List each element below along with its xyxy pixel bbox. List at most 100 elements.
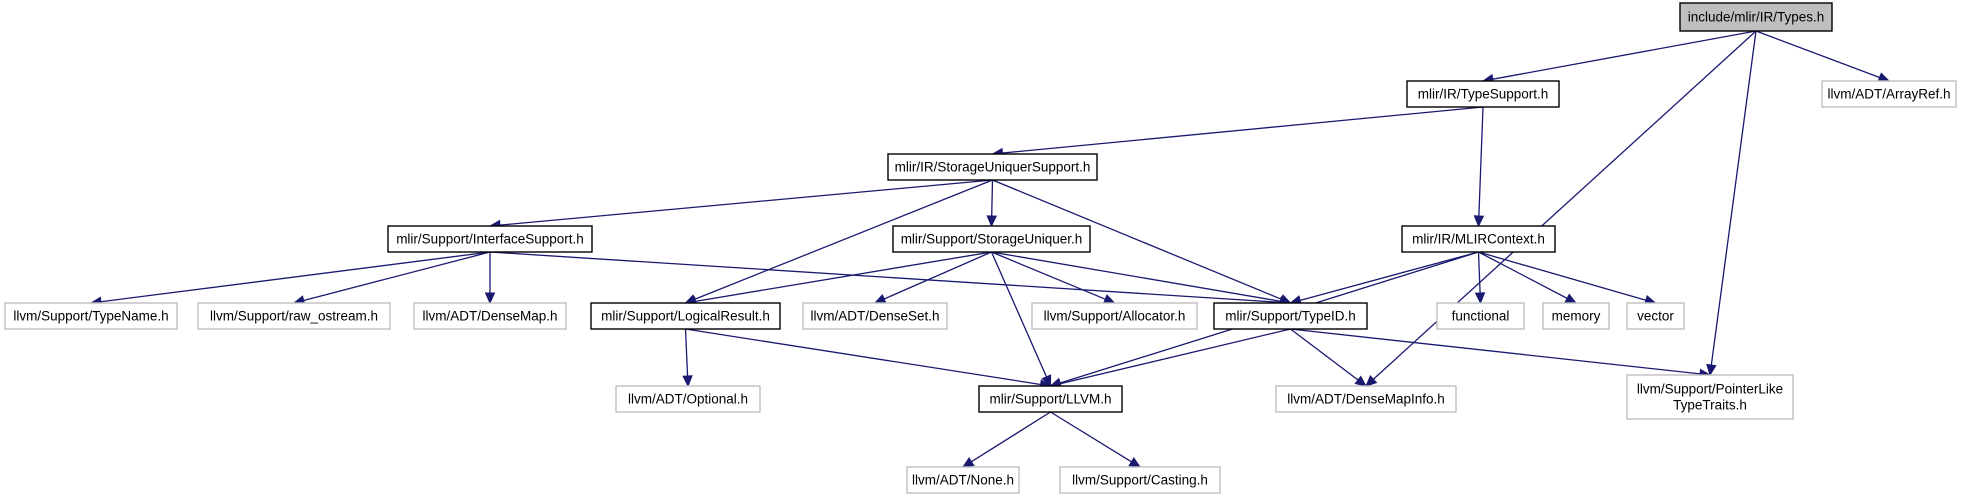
edge-interfacesupport-to-typeid xyxy=(489,251,1292,308)
node-box xyxy=(1821,80,1957,108)
node-box xyxy=(1436,302,1525,330)
node-label: mlir/Support/InterfaceSupport.h xyxy=(396,232,584,247)
node-typeid[interactable]: mlir/Support/TypeID.h xyxy=(1213,302,1368,330)
node-label: llvm/ADT/DenseMap.h xyxy=(422,309,557,324)
edge-llvm-to-none xyxy=(961,411,1051,468)
arrowhead-icon xyxy=(986,215,998,228)
arrowhead-icon xyxy=(1354,375,1367,387)
edge-mlircontext-to-vector xyxy=(1478,251,1657,306)
node-box xyxy=(1213,302,1368,330)
node-box xyxy=(978,385,1123,413)
node-interfacesupport[interactable]: mlir/Support/InterfaceSupport.h xyxy=(387,225,593,253)
node-label: llvm/ADT/DenseSet.h xyxy=(810,309,939,324)
node-label: memory xyxy=(1552,309,1601,324)
node-label: mlir/Support/LogicalResult.h xyxy=(601,309,770,324)
node-label: TypeTraits.h xyxy=(1673,398,1747,413)
node-types[interactable]: include/mlir/IR/Types.h xyxy=(1679,2,1833,32)
node-box xyxy=(1401,225,1556,253)
edge-mlircontext-to-functional xyxy=(1474,251,1486,305)
node-allocator: llvm/Support/Allocator.h xyxy=(1031,302,1198,330)
edge-logicalresult-to-optional xyxy=(682,328,693,388)
edge-storageuniquersupport-to-interfacesupport xyxy=(488,179,993,231)
edge-llvm-to-casting xyxy=(1050,411,1142,468)
node-arrayref: llvm/ADT/ArrayRef.h xyxy=(1821,80,1957,108)
arrowhead-icon xyxy=(1564,293,1578,304)
node-label: mlir/Support/StorageUniquer.h xyxy=(901,232,1083,247)
node-label: llvm/ADT/Optional.h xyxy=(628,392,748,407)
node-typesupport[interactable]: mlir/IR/TypeSupport.h xyxy=(1406,80,1560,108)
edge-storageuniquer-to-llvm xyxy=(990,251,1052,388)
edge-interfacesupport-to-typename xyxy=(89,251,491,307)
edge-types-to-pointerlike xyxy=(1706,30,1757,377)
arrowhead-icon xyxy=(961,456,975,468)
arrowhead-icon xyxy=(682,375,693,388)
node-label: llvm/Support/Casting.h xyxy=(1072,473,1208,488)
node-box xyxy=(887,153,1098,181)
node-label: mlir/IR/TypeSupport.h xyxy=(1418,87,1549,102)
node-memory: memory xyxy=(1542,302,1610,330)
node-functional: functional xyxy=(1436,302,1525,330)
edge-types-to-typesupport xyxy=(1481,30,1757,85)
node-densemap: llvm/ADT/DenseMap.h xyxy=(413,302,567,330)
node-typename: llvm/Support/TypeName.h xyxy=(4,302,178,330)
node-label: llvm/Support/raw_ostream.h xyxy=(210,309,378,324)
node-label: llvm/ADT/None.h xyxy=(912,473,1014,488)
edge-typeid-to-pointerlike xyxy=(1290,328,1712,380)
arrowhead-icon xyxy=(1474,292,1486,305)
node-box xyxy=(1626,302,1685,330)
node-box xyxy=(1275,385,1457,413)
arrowhead-icon xyxy=(873,293,887,304)
edge-typesupport-to-storageuniquersupport xyxy=(991,106,1484,159)
arrowhead-icon xyxy=(484,292,496,305)
node-label: mlir/Support/TypeID.h xyxy=(1225,309,1356,324)
node-vector: vector xyxy=(1626,302,1685,330)
node-llvm[interactable]: mlir/Support/LLVM.h xyxy=(978,385,1123,413)
node-label: functional xyxy=(1452,309,1510,324)
node-box xyxy=(413,302,567,330)
edge-interfacesupport-to-raw_ostream xyxy=(292,251,491,306)
arrowhead-icon xyxy=(1365,375,1378,387)
node-casting: llvm/Support/Casting.h xyxy=(1059,466,1221,494)
node-denseset: llvm/ADT/DenseSet.h xyxy=(802,302,948,330)
node-label: llvm/Support/Allocator.h xyxy=(1044,309,1186,324)
node-label: llvm/Support/PointerLike xyxy=(1637,382,1783,397)
node-box xyxy=(1406,80,1560,108)
edge-mlircontext-to-typeid xyxy=(1289,251,1479,306)
arrowhead-icon xyxy=(1706,363,1717,377)
node-box xyxy=(590,302,781,330)
edge-interfacesupport-to-densemap xyxy=(484,252,496,305)
node-label: mlir/IR/MLIRContext.h xyxy=(1412,232,1545,247)
node-box xyxy=(4,302,178,330)
edge-mlircontext-to-memory xyxy=(1478,251,1578,304)
arrowhead-icon xyxy=(1128,457,1142,468)
edge-storageuniquersupport-to-storageuniquer xyxy=(986,179,998,228)
node-raw_ostream: llvm/Support/raw_ostream.h xyxy=(197,302,391,330)
node-densemapinfo: llvm/ADT/DenseMapInfo.h xyxy=(1275,385,1457,413)
node-label: llvm/ADT/DenseMapInfo.h xyxy=(1287,392,1445,407)
edge-storageuniquer-to-logicalresult xyxy=(684,251,992,307)
edge-typeid-to-densemapinfo xyxy=(1290,328,1367,387)
node-label: mlir/IR/StorageUniquerSupport.h xyxy=(895,160,1091,175)
node-label: llvm/Support/TypeName.h xyxy=(13,309,168,324)
edge-storageuniquer-to-denseset xyxy=(873,251,992,304)
node-storageuniquersupport[interactable]: mlir/IR/StorageUniquerSupport.h xyxy=(887,153,1098,181)
node-box xyxy=(892,225,1091,253)
edge-storageuniquer-to-typeid xyxy=(991,251,1292,307)
node-box xyxy=(1059,466,1221,494)
arrowhead-icon xyxy=(1473,215,1485,228)
node-box xyxy=(1679,2,1833,32)
arrowhead-icon xyxy=(1102,294,1116,304)
arrowhead-icon xyxy=(1041,374,1052,388)
edge-logicalresult-to-llvm xyxy=(685,328,1052,390)
nodes-layer: include/mlir/IR/Types.h mlir/IR/TypeSuppo… xyxy=(4,2,1957,494)
node-label: mlir/Support/LLVM.h xyxy=(989,392,1111,407)
node-label: llvm/ADT/ArrayRef.h xyxy=(1827,87,1950,102)
node-mlircontext[interactable]: mlir/IR/MLIRContext.h xyxy=(1401,225,1556,253)
node-none: llvm/ADT/None.h xyxy=(906,466,1020,494)
node-logicalresult[interactable]: mlir/Support/LogicalResult.h xyxy=(590,302,781,330)
node-storageuniquer[interactable]: mlir/Support/StorageUniquer.h xyxy=(892,225,1091,253)
node-box xyxy=(197,302,391,330)
node-label: include/mlir/IR/Types.h xyxy=(1688,10,1825,25)
